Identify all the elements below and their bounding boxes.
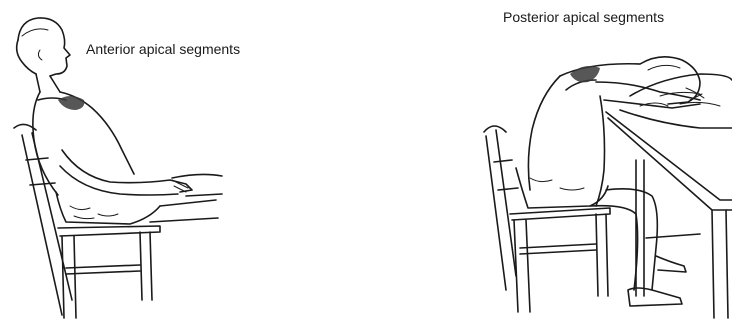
left-torso — [33, 74, 134, 195]
label-posterior-apical-segments: Posterior apical segments — [503, 9, 664, 25]
right-head — [640, 57, 700, 104]
right-table — [606, 112, 732, 318]
right-pillow — [620, 74, 732, 128]
left-shading-anterior-apical — [58, 96, 84, 110]
left-head — [17, 18, 70, 76]
left-figure — [14, 18, 222, 318]
right-torso — [528, 64, 640, 206]
label-anterior-apical-segments: Anterior apical segments — [86, 41, 240, 57]
right-chair — [484, 126, 610, 312]
right-figure — [484, 57, 732, 318]
